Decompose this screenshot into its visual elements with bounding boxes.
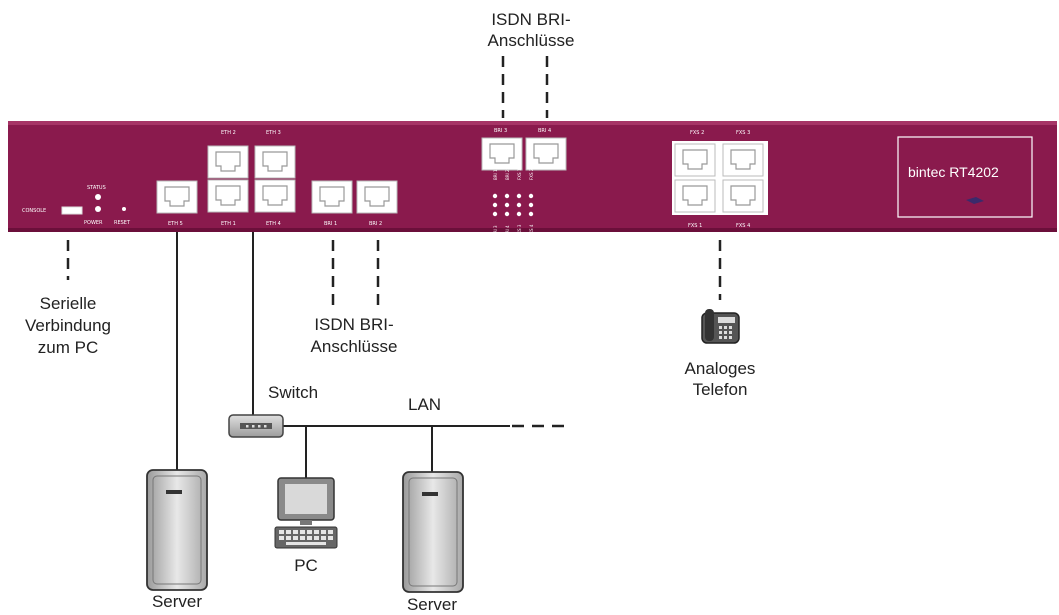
eth5-label: ETH 5 bbox=[168, 221, 183, 227]
fxs1-label: FXS 1 bbox=[688, 223, 702, 229]
eth1-port[interactable] bbox=[207, 179, 249, 213]
isdn-mid-label-line1: ISDN BRI- bbox=[314, 315, 393, 334]
fxs2-port[interactable] bbox=[674, 143, 716, 177]
eth2-label: ETH 2 bbox=[221, 130, 236, 136]
telephone-icon bbox=[701, 309, 740, 344]
isdn-top-label-line1: ISDN BRI- bbox=[491, 10, 570, 29]
eth2-port[interactable] bbox=[207, 145, 249, 179]
server-right-label: Server bbox=[407, 595, 457, 614]
console-port[interactable] bbox=[61, 206, 83, 215]
fxs2-label: FXS 2 bbox=[690, 130, 704, 136]
console-label: CONSOLE bbox=[22, 208, 46, 214]
led-label-bri1-top: BRI 1 bbox=[493, 169, 498, 180]
eth3-port[interactable] bbox=[254, 145, 296, 179]
bri1-label: BRI 1 bbox=[324, 221, 337, 227]
bri2-label: BRI 2 bbox=[369, 221, 382, 227]
bri2-port[interactable] bbox=[356, 180, 398, 214]
bri1-port[interactable] bbox=[311, 180, 353, 214]
status-led bbox=[95, 194, 101, 200]
serial-label-line3: zum PC bbox=[38, 338, 98, 357]
status-label: STATUS bbox=[87, 185, 106, 191]
switch-icon bbox=[228, 414, 284, 438]
led-label-fxs1-top: FXS 1 bbox=[517, 168, 522, 180]
bri3-port[interactable] bbox=[481, 137, 523, 171]
eth1-label: ETH 1 bbox=[221, 221, 236, 227]
port-led-panel: BRI 1 BRI 2 FXS 1 FXS 2 BRI 3 BRI 4 FXS … bbox=[492, 168, 534, 236]
led-label-fxs4-bottom: FXS 4 bbox=[529, 224, 534, 236]
eth4-port[interactable] bbox=[254, 179, 296, 213]
lan-label: LAN bbox=[408, 395, 441, 414]
bri3-label: BRI 3 bbox=[494, 128, 507, 134]
fxs3-port[interactable] bbox=[722, 143, 764, 177]
server-right-icon bbox=[402, 471, 464, 593]
led-label-fxs2-top: FXS 2 bbox=[529, 168, 534, 180]
led-label-bri2-top: BRI 2 bbox=[505, 169, 510, 180]
fxs3-label: FXS 3 bbox=[736, 130, 750, 136]
power-led bbox=[95, 206, 101, 212]
pc-label: PC bbox=[294, 556, 318, 575]
eth3-label: ETH 3 bbox=[266, 130, 281, 136]
reset-label: RESET bbox=[114, 220, 131, 226]
server-left-label: Server bbox=[152, 592, 202, 611]
fxs1-port[interactable] bbox=[674, 179, 716, 213]
bri4-label: BRI 4 bbox=[538, 128, 551, 134]
phone-label-line2: Telefon bbox=[693, 380, 748, 399]
brand-logo-icon bbox=[966, 197, 984, 204]
phone-label-line1: Analoges bbox=[685, 359, 756, 378]
reset-button[interactable] bbox=[122, 207, 126, 211]
led-label-fxs3-bottom: FXS 3 bbox=[517, 224, 522, 236]
serial-label-line2: Verbindung bbox=[25, 316, 111, 335]
serial-label-line1: Serielle bbox=[40, 294, 97, 313]
eth4-label: ETH 4 bbox=[266, 221, 281, 227]
router-device: CONSOLE STATUS POWER RESET ETH 5 ETH 2 E… bbox=[8, 121, 1057, 236]
pc-icon bbox=[274, 477, 338, 549]
fxs4-port[interactable] bbox=[722, 179, 764, 213]
led-label-bri4-bottom: BRI 4 bbox=[505, 225, 510, 236]
switch-label: Switch bbox=[268, 383, 318, 402]
isdn-mid-label-line2: Anschlüsse bbox=[311, 337, 398, 356]
model-name: bintec RT4202 bbox=[908, 164, 999, 180]
fxs4-label: FXS 4 bbox=[736, 223, 750, 229]
model-badge bbox=[897, 136, 1033, 218]
bri4-port[interactable] bbox=[525, 137, 567, 171]
eth5-port[interactable] bbox=[156, 180, 198, 214]
led-label-bri3-bottom: BRI 3 bbox=[493, 225, 498, 236]
power-label: POWER bbox=[84, 220, 103, 226]
server-left-icon bbox=[146, 469, 208, 591]
isdn-top-label-line2: Anschlüsse bbox=[488, 31, 575, 50]
